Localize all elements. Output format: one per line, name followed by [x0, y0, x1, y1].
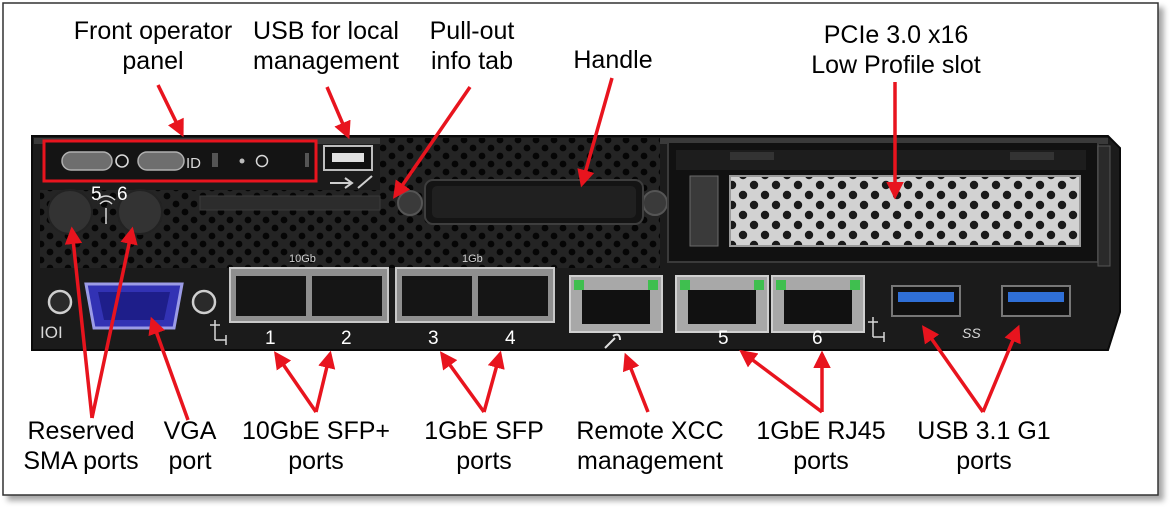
port-number-4: 4 [505, 328, 516, 349]
power-icon [115, 154, 129, 168]
id-label: ID [186, 155, 201, 172]
usb-local-management-port[interactable] [323, 145, 373, 189]
id-button[interactable] [137, 151, 185, 171]
sfp-port-2[interactable] [312, 276, 382, 316]
sfp-port-3[interactable] [402, 276, 472, 316]
chassis-handle[interactable] [397, 179, 668, 225]
callout-10gbe-sfp-ports: 10GbE SFP+ports [242, 417, 390, 475]
sfp-10gb-group-label: 10Gb [289, 253, 316, 265]
front-operator-panel: ID [42, 139, 318, 183]
port-number-1: 1 [265, 328, 276, 349]
activity-led [305, 153, 309, 167]
port-number-3: 3 [428, 328, 439, 349]
port-number-6: 6 [812, 328, 823, 349]
status-led [239, 158, 245, 164]
rj45-port-6[interactable] [771, 275, 865, 333]
sfp-1gb-ports: 1Gb [395, 253, 555, 323]
sfp-port-4[interactable] [478, 276, 548, 316]
sma-port-5[interactable] [47, 189, 93, 235]
usb-superspeed-icon: SS [962, 325, 981, 341]
rj45-port-5[interactable] [675, 275, 769, 333]
standby-icon [255, 154, 269, 168]
sfp-10gb-ports: 10Gb [229, 253, 389, 323]
port-number-5: 5 [718, 328, 729, 349]
sfp-port-1[interactable] [236, 276, 306, 316]
error-led [212, 153, 218, 167]
wrench-icon [604, 333, 621, 349]
sma-number-5: 5 [91, 184, 102, 205]
xcc-management-port[interactable] [569, 275, 663, 333]
usb-wrench-icon [330, 175, 373, 189]
callout-arrows [64, 77, 1021, 421]
power-button[interactable] [61, 151, 113, 171]
network-icon [210, 317, 885, 345]
usb31-port-2[interactable] [1001, 285, 1071, 317]
pcie-low-profile-slot[interactable] [667, 141, 1111, 267]
sma-number-6: 6 [117, 184, 128, 205]
callout-handle: Handle [573, 46, 653, 74]
serial-label: IOI [40, 323, 63, 342]
antenna-icon [96, 195, 116, 224]
port-number-2: 2 [341, 328, 352, 349]
sfp-1gb-group-label: 1Gb [462, 253, 483, 265]
usb31-port-1[interactable] [891, 285, 961, 317]
pull-out-info-tab[interactable] [199, 195, 381, 211]
sma-port-6[interactable] [117, 189, 163, 235]
